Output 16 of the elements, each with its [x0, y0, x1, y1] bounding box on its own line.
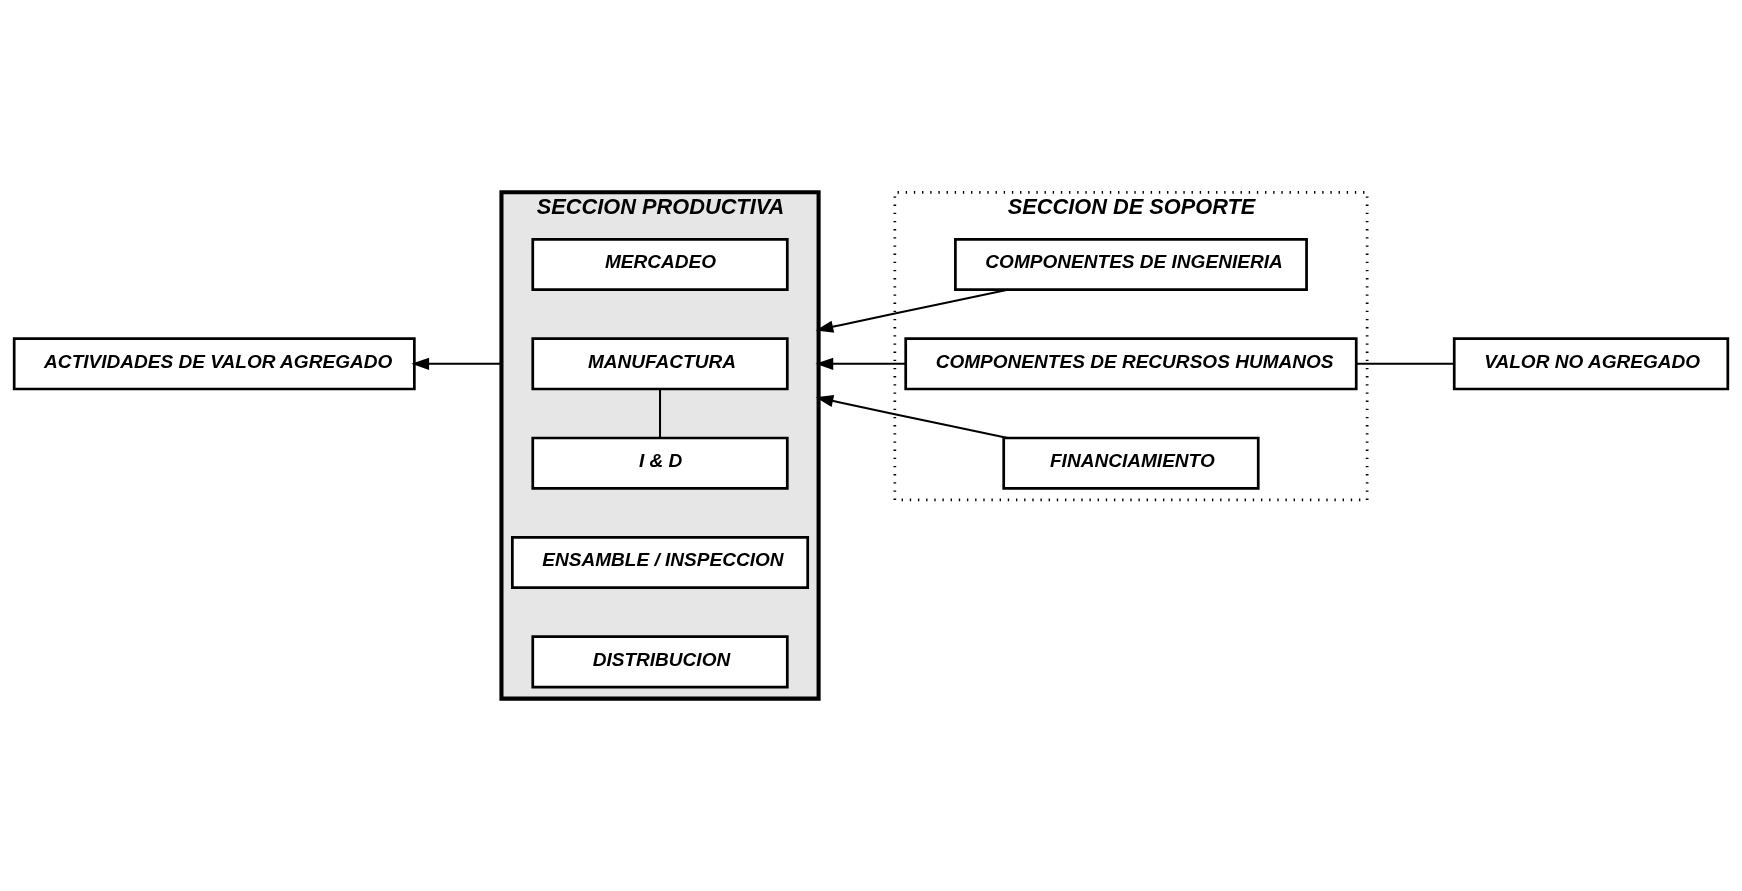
node-box: I & D: [531, 436, 789, 490]
node-box: ENSAMBLE / INSPECCION: [511, 536, 810, 590]
connector: [1356, 362, 1454, 365]
node-box: ACTIVIDADES DE VALOR AGREGADO: [12, 337, 416, 391]
node-box: COMPONENTES DE RECURSOS HUMANOS: [904, 337, 1358, 391]
node-box: MERCADEO: [531, 237, 789, 291]
arrow: [815, 394, 1008, 439]
node-box: DISTRIBUCION: [531, 635, 789, 689]
node-box: COMPONENTES DE INGENIERIA: [954, 237, 1308, 291]
node-box: VALOR NO AGREGADO: [1452, 337, 1730, 391]
arrow: [815, 288, 1008, 333]
arrow: [815, 357, 906, 371]
connector: [659, 389, 662, 438]
arrow: [411, 357, 502, 371]
node-box: FINANCIAMIENTO: [1002, 436, 1260, 490]
node-box: MANUFACTURA: [531, 337, 789, 391]
